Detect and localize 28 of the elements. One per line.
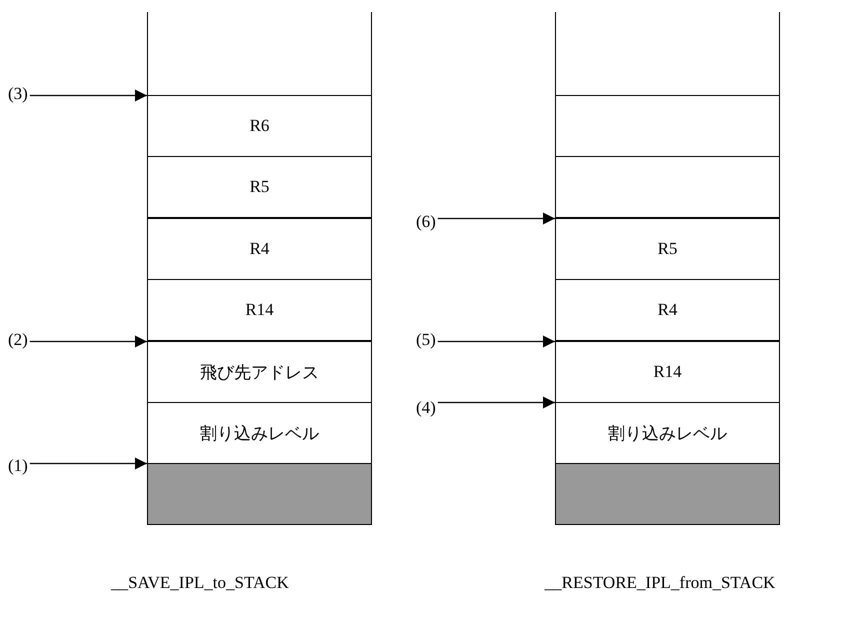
open-stack-top (147, 12, 372, 96)
function-name-caption: __SAVE_IPL_to_STACK (110, 573, 290, 593)
arrow (30, 458, 147, 470)
stack-cell: R14 (555, 341, 780, 403)
function-name-caption: __RESTORE_IPL_from_STACK (544, 573, 776, 593)
shaded-stack-cell (555, 463, 780, 525)
callout-number: (6) (416, 212, 436, 232)
stack-cell: R4 (147, 218, 372, 280)
stack-cell: 飛び先アドレス (147, 341, 372, 403)
stack-cell: R5 (555, 218, 780, 280)
empty-stack-cell (555, 95, 780, 157)
arrow (438, 212, 555, 224)
stack-cell: R5 (147, 156, 372, 218)
arrow (438, 336, 555, 348)
shaded-stack-cell (147, 463, 372, 525)
callout-number: (5) (416, 330, 436, 350)
arrow (438, 396, 555, 408)
callout-number: (2) (8, 330, 28, 350)
arrow (30, 336, 147, 348)
stack-cell: R6 (147, 95, 372, 157)
callout-number: (3) (8, 84, 28, 104)
callout-number: (1) (8, 456, 28, 476)
stack-cell: R14 (147, 279, 372, 341)
empty-stack-cell (555, 156, 780, 218)
arrow (30, 90, 147, 102)
callout-number: (4) (416, 398, 436, 418)
stack-cell: R4 (555, 279, 780, 341)
open-stack-top (555, 12, 780, 96)
